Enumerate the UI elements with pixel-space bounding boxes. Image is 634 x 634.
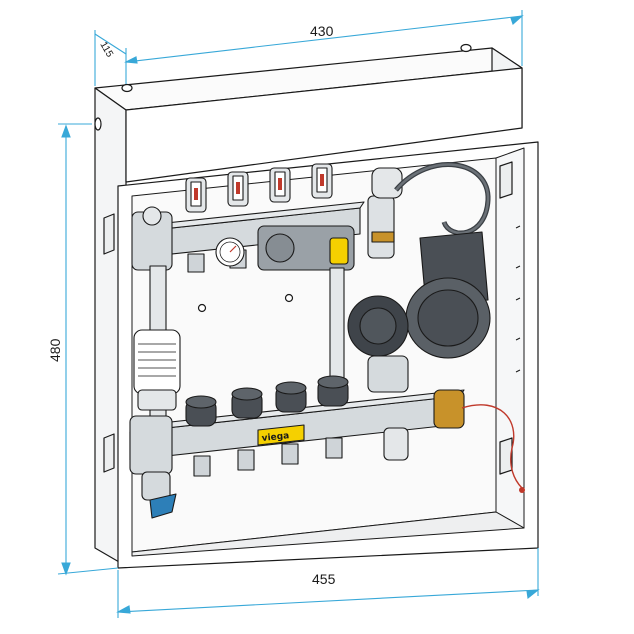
air-vent [371, 167, 403, 199]
thermostatic-head [133, 329, 181, 411]
flowmeter-1 [185, 177, 207, 213]
dim-bottom-width-label: 455 [312, 571, 336, 587]
wall-slots [515, 225, 521, 373]
return-end-valve [129, 415, 173, 475]
ball-valve-handle [149, 493, 177, 519]
return-manifold [129, 375, 465, 519]
lower-outlet-2 [237, 449, 255, 471]
pump-inlet-pipe [367, 195, 395, 259]
supply-end-cap [142, 206, 162, 226]
side-hole [94, 117, 102, 131]
lower-outlet-1 [193, 455, 211, 477]
upper-outlet-1 [187, 253, 205, 273]
backplate-hole-2 [284, 293, 294, 303]
dim-bottom-width-line [117, 589, 539, 613]
brand-logo: viega [261, 431, 289, 444]
thermostat-base [137, 389, 177, 411]
logo-plate [257, 424, 305, 446]
valve-cap-3 [275, 381, 307, 413]
valve-cap-1 [185, 395, 217, 427]
mixing-valve-handle [329, 237, 349, 265]
bracket-left-top [103, 213, 115, 255]
lower-outlet-4 [325, 437, 343, 459]
pump-outlet [367, 355, 409, 393]
top-hole-left [121, 83, 133, 93]
flowmeter-4 [311, 163, 333, 199]
dim-height-label: 480 [47, 338, 63, 362]
lower-outlet-3 [281, 443, 299, 465]
dim-top-width-line [125, 15, 523, 63]
sensor-probe [519, 487, 525, 493]
backplate-hole-1 [197, 303, 207, 313]
brass-fitting-top [371, 231, 395, 243]
dim-depth-label: 115 [97, 40, 115, 60]
valve-cap-4 [317, 375, 349, 407]
mixing-block-port [265, 233, 295, 263]
sensor-wire [461, 404, 523, 489]
bracket-right-top [499, 161, 513, 199]
brass-union [433, 389, 465, 429]
box-front-upper [125, 67, 523, 183]
flowmeter-2 [227, 171, 249, 207]
circulation-pump [347, 162, 491, 393]
frame-floor [131, 511, 525, 557]
flowmeter-3 [269, 167, 291, 203]
dim-top-width-label: 430 [310, 23, 334, 39]
top-hole-right [460, 43, 472, 53]
bracket-left-bottom [103, 433, 115, 473]
valve-cap-2 [231, 387, 263, 419]
dim-depth-line [94, 33, 127, 55]
thermostat-body [133, 329, 181, 395]
drain-valve [383, 427, 409, 461]
dimension-lines [57, 10, 540, 618]
